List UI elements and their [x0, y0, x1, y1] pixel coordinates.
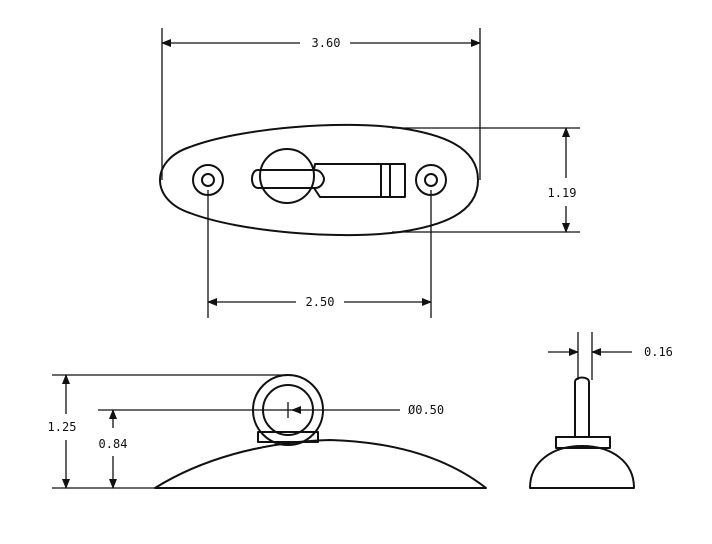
- dim-label-top-length: 3.60: [312, 36, 341, 50]
- dim-side-height: 1.25: [48, 374, 286, 489]
- dim-label-side-height: 1.25: [48, 420, 77, 434]
- end-post: [574, 376, 590, 438]
- dim-top-height: 1.19: [392, 127, 580, 233]
- dim-diameter: Ø0.50: [291, 403, 444, 417]
- dim-top-length: 3.60: [161, 28, 481, 180]
- dim-label-hole-spacing: 2.50: [306, 295, 335, 309]
- side-base: [154, 439, 487, 489]
- end-collar: [555, 436, 611, 449]
- top-view: [159, 123, 479, 237]
- dim-label-post-width: 0.16: [644, 345, 673, 359]
- dim-label-top-height: 1.19: [548, 186, 577, 200]
- end-dome: [529, 445, 635, 489]
- right-hole-inner: [424, 173, 438, 187]
- slot-channel: [313, 163, 406, 198]
- plate-outline: [159, 123, 479, 237]
- latch-bar: [251, 169, 325, 189]
- side-stem: [257, 431, 319, 443]
- dim-label-center-height: 0.84: [99, 437, 128, 451]
- dim-post-width: 0.16: [548, 332, 673, 380]
- dim-label-diameter: Ø0.50: [408, 403, 444, 417]
- side-view: [154, 374, 487, 489]
- dim-center-height: 0.84: [98, 409, 280, 489]
- end-view: [529, 376, 635, 489]
- knob-circle: [259, 148, 315, 204]
- left-hole-inner: [201, 173, 215, 187]
- dim-hole-spacing: 2.50: [207, 190, 432, 318]
